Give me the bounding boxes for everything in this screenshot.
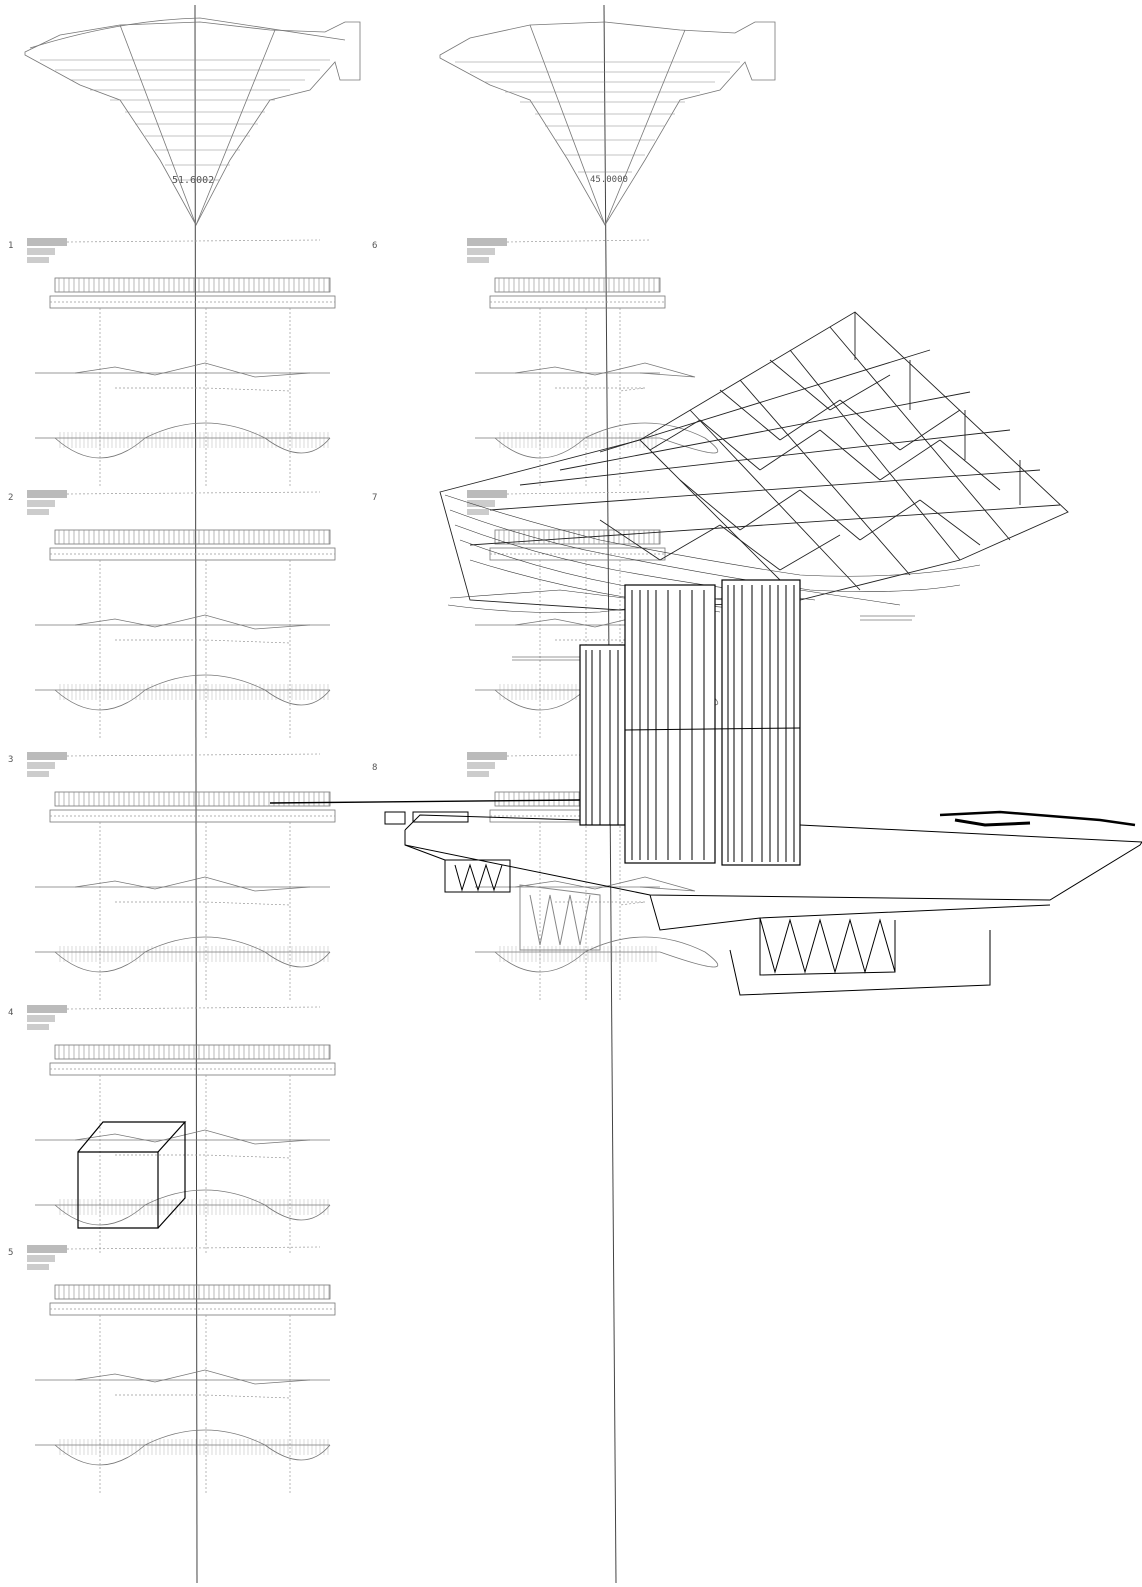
roof-peak-label-left: 51.6002	[172, 175, 214, 186]
center-axis-left	[194, 4, 198, 1584]
roof-section-left: 51.6002	[24, 17, 361, 226]
roof-section-right: 45.0000	[439, 21, 776, 226]
podium-platform	[384, 810, 1142, 996]
isometric-box-sketch	[77, 1121, 187, 1229]
roof-peak-label-right: 45.0000	[590, 175, 628, 185]
analysis-diagram-left-3	[27, 752, 336, 1002]
analysis-diagram-left-5	[27, 1245, 336, 1495]
diagram-number: 3	[8, 755, 13, 765]
diagram-number: 5	[8, 1248, 13, 1258]
analysis-diagram-left-1	[27, 238, 336, 488]
roof-space-frame	[439, 311, 1069, 611]
diagram-number: 8	[372, 763, 377, 773]
diagram-number: 4	[8, 1008, 13, 1018]
analysis-diagram-left-2	[27, 490, 336, 740]
diagram-number: 6	[372, 241, 377, 251]
building-3d-model	[269, 311, 1142, 996]
analysis-diagrams-left	[27, 238, 336, 1495]
diagram-number: 1	[8, 241, 13, 251]
analysis-diagram-right-1	[467, 238, 718, 488]
diagram-number: 7	[372, 493, 377, 503]
analysis-diagram-left-4	[27, 1005, 336, 1255]
columns	[579, 579, 801, 866]
diagram-number: 2	[8, 493, 13, 503]
diagram-number-labels: 1 2 3 4 5 6 7 8	[8, 241, 377, 1258]
